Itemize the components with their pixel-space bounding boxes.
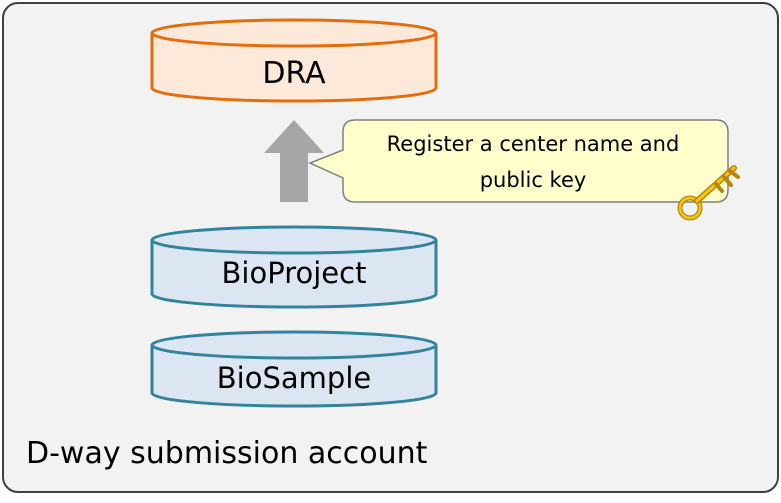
biosample-cylinder-top (150, 330, 438, 360)
callout-bubble (308, 119, 729, 203)
key-icon (677, 165, 740, 221)
callout-text: Register a center name and public key (386, 132, 680, 192)
account-label: D-way submission account (26, 436, 428, 471)
register-callout (308, 119, 729, 203)
bioproject-cylinder-body (150, 240, 438, 309)
upload-arrow-icon (264, 120, 324, 202)
dra-label: DRA (262, 56, 326, 91)
bioproject-cylinder-top (150, 225, 438, 255)
biosample-label: BioSample (217, 361, 371, 395)
bioproject-label: BioProject (222, 256, 367, 290)
bioproject-database: BioProject (150, 225, 438, 309)
dra-database: DRA (150, 18, 438, 103)
dra-cylinder-body (150, 33, 438, 103)
biosample-database: BioSample (150, 330, 438, 408)
biosample-cylinder-body (150, 345, 438, 408)
dra-cylinder-top (150, 18, 438, 48)
